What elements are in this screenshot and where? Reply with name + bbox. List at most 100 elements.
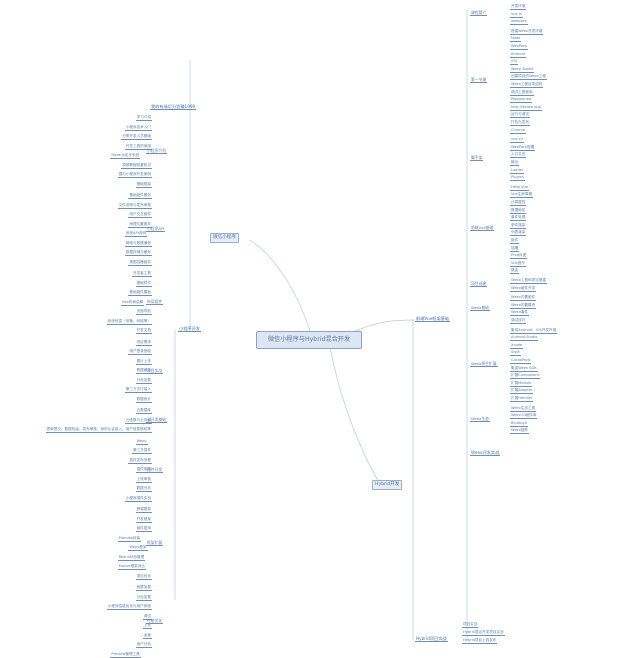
list-item[interactable]: 组件复用: [135, 526, 152, 532]
list-item[interactable]: 跨端框架: [135, 507, 152, 513]
list-item[interactable]: 第三方支付接入: [124, 387, 152, 393]
list-item[interactable]: 基础框架: [135, 181, 152, 188]
group-label[interactable]: 小程序API: [146, 226, 166, 232]
list-item[interactable]: 第三方插件: [132, 448, 152, 454]
list-item[interactable]: 视图容器组件: [128, 259, 152, 266]
list-item[interactable]: 插件发布流程: [128, 457, 152, 464]
list-item[interactable]: 文件说明与发布审核: [117, 202, 152, 209]
list-item[interactable]: Android: [510, 51, 526, 58]
root-node[interactable]: 微信小程序与Hybrid混合开发: [256, 331, 362, 349]
list-item[interactable]: 列表渲染: [510, 230, 527, 237]
list-item[interactable]: BindingX: [510, 420, 529, 427]
list-item[interactable]: Weex生态工具: [510, 405, 537, 412]
list-item[interactable]: 输出: [510, 160, 520, 166]
list-item[interactable]: 扩展Adapter: [510, 388, 534, 395]
list-item[interactable]: 打包与发布: [510, 120, 530, 126]
branch-vue[interactable]: 前端Vue框架基础: [415, 316, 450, 322]
list-item[interactable]: Weex插件: [510, 428, 530, 435]
group-label[interactable]: 第一节课: [470, 77, 488, 83]
list-item[interactable]: Android Studio: [510, 335, 539, 342]
list-item[interactable]: 组件: [510, 238, 520, 244]
list-item[interactable]: 小程序技术入门: [124, 124, 152, 131]
group-label[interactable]: Weex生态: [470, 415, 490, 422]
list-item[interactable]: Xcode: [510, 342, 524, 349]
list-item[interactable]: 数据存储与缓存: [124, 250, 152, 256]
list-item[interactable]: flex布局讲解: [121, 299, 145, 306]
group-label[interactable]: 框架扩展: [146, 540, 164, 546]
branch-weex[interactable]: Weex开发实战: [470, 450, 501, 456]
list-item[interactable]: 事件处理: [510, 215, 527, 222]
list-item[interactable]: Vue.js: [510, 11, 523, 18]
list-item[interactable]: Weex工具和项目搭建: [510, 278, 547, 284]
list-item[interactable]: 调试: [142, 613, 152, 620]
list-item[interactable]: 项目优化: [135, 573, 152, 580]
list-item[interactable]: 系统信息（设备、网络等）: [106, 318, 152, 325]
list-item[interactable]: Weex工程目录结构: [510, 82, 544, 88]
mini-program-node[interactable]: 微信小程序: [210, 233, 239, 243]
list-item[interactable]: iOS: [510, 59, 519, 66]
branch-mini-dev[interactable]: 小程序开发: [178, 326, 201, 332]
list-item[interactable]: 地理位置服务: [128, 221, 152, 228]
list-item[interactable]: Plugins: [510, 175, 525, 182]
list-item[interactable]: 网络与数据通信: [124, 240, 152, 247]
list-item[interactable]: 基础组件服务: [128, 193, 152, 199]
list-item[interactable]: 用户分析: [135, 642, 152, 648]
list-item[interactable]: 学习介绍: [135, 115, 152, 121]
list-item[interactable]: 扩展Component: [510, 373, 541, 380]
branch-hybrid-project[interactable]: Hybrid项目实战: [415, 636, 448, 642]
group-label[interactable]: 性能优化: [146, 618, 164, 624]
list-item[interactable]: Weex事件: [510, 310, 530, 317]
list-item[interactable]: webpack: [510, 19, 528, 26]
list-item[interactable]: 调试工具使用: [510, 89, 534, 96]
list-item[interactable]: Vue指令: [510, 260, 526, 267]
list-item[interactable]: 小程序性能优化与用户体验: [106, 604, 152, 610]
list-item[interactable]: Chrome: [510, 127, 527, 134]
list-item[interactable]: 云数据库: [135, 408, 152, 414]
list-item[interactable]: 上线: [142, 623, 152, 629]
list-item[interactable]: Hello Vue: [510, 184, 529, 191]
list-item[interactable]: Playground: [510, 97, 533, 104]
list-item[interactable]: 开发工具的使用: [124, 143, 152, 150]
list-item[interactable]: 国内小程序开发案例: [117, 172, 152, 178]
list-item[interactable]: Weex组件开发: [510, 285, 537, 292]
list-item[interactable]: Prop传递: [510, 253, 528, 260]
list-item[interactable]: Redux状态管理: [117, 554, 146, 561]
list-item[interactable]: Wepy: [135, 438, 148, 445]
list-item[interactable]: 表单提交、数据验证、发布审核、身份认证接入、用户信息授权等: [45, 427, 152, 433]
list-item[interactable]: 数据统计: [135, 396, 152, 403]
group-label[interactable]: 项目实战: [146, 367, 164, 374]
list-item[interactable]: 路由: [510, 268, 520, 275]
list-item[interactable]: Promise封装: [117, 535, 142, 542]
list-item[interactable]: Weex内置组件: [510, 295, 537, 302]
list-item[interactable]: Weex Toolkit: [510, 66, 535, 73]
list-item[interactable]: vue-cli: [510, 137, 524, 144]
list-item[interactable]: 数据绑定: [510, 207, 527, 214]
list-item[interactable]: 插件使用: [135, 467, 152, 473]
list-item[interactable]: 开发框架: [135, 516, 152, 523]
list-item[interactable]: 数据分析: [135, 486, 152, 492]
group-label[interactable]: 项目创建: [470, 280, 488, 287]
list-item[interactable]: 数据缓存: [135, 368, 152, 374]
list-item[interactable]: 计算属性: [510, 200, 527, 206]
list-item[interactable]: Weex UI组件库: [510, 413, 538, 420]
list-item[interactable]: Node.js初步系统: [110, 153, 141, 159]
list-item[interactable]: 项目实战: [462, 622, 479, 628]
list-item[interactable]: http://dotwe.org/: [510, 104, 543, 111]
list-item[interactable]: 集成Android、iOS开发环境: [510, 327, 558, 334]
group-label[interactable]: 插件开发: [146, 466, 164, 473]
group-label[interactable]: 布局组件: [146, 299, 164, 306]
list-item[interactable]: 小程序插件实战: [124, 495, 152, 502]
list-item[interactable]: Vue生命周期: [510, 192, 534, 199]
list-item[interactable]: 用户登录授权: [128, 349, 152, 355]
list-item[interactable]: 分享开发人员基础: [121, 134, 152, 140]
list-item[interactable]: 用户交互组件: [128, 212, 152, 218]
list-item[interactable]: 基础组件模板: [128, 290, 152, 296]
list-item[interactable]: CocoaPods: [510, 358, 532, 364]
list-item[interactable]: Weex内置模块: [510, 302, 537, 309]
list-item[interactable]: 页面导航: [135, 309, 152, 315]
list-item[interactable]: 运营: [142, 632, 152, 639]
group-label[interactable]: 脚手架: [470, 155, 484, 161]
list-item[interactable]: 开发者工具: [132, 271, 152, 277]
group-label[interactable]: 小程序介绍: [146, 148, 167, 154]
list-item[interactable]: Mpvue框架对比: [117, 564, 146, 570]
